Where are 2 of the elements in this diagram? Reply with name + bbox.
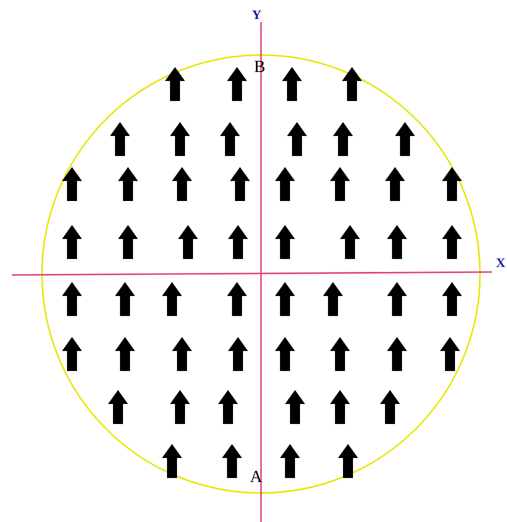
axis-label: Y (252, 6, 262, 24)
axis-label: X (496, 254, 506, 272)
